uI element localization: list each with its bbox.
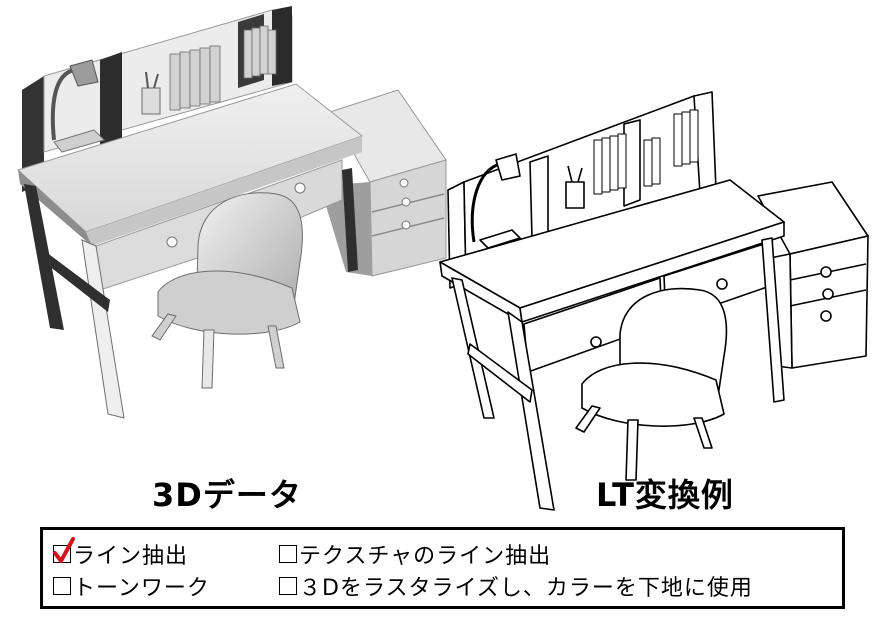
option-label: ライン抽出 (73, 544, 189, 569)
conversion-options-panel: ライン抽出 テクスチャのライン抽出 トーンワーク ３Dをラスタライズし、カラーを… (40, 527, 845, 609)
option-rasterize-color-base[interactable]: ３Dをラスタライズし、カラーを下地に使用 (279, 571, 753, 601)
checkbox-rasterize-color-base[interactable] (279, 577, 297, 595)
desk-line-art (439, 91, 869, 511)
desk-illustration-comparison (17, 6, 869, 511)
option-label: ３Dをラスタライズし、カラーを下地に使用 (299, 576, 753, 601)
option-tone-work[interactable]: トーンワーク (53, 571, 210, 601)
option-label: テクスチャのライン抽出 (299, 544, 552, 569)
red-check-icon (53, 537, 75, 563)
option-label: トーンワーク (73, 576, 210, 601)
checkbox-line-extraction[interactable] (53, 537, 75, 563)
checkbox-tone-work[interactable] (53, 577, 71, 595)
caption-lt-conversion: LT変換例 (596, 476, 734, 514)
option-line-extraction[interactable]: ライン抽出 (53, 537, 189, 569)
checkbox-texture-line-extraction[interactable] (279, 545, 297, 563)
caption-3d-data: 3Dデータ (152, 476, 302, 514)
desk-3d-render (17, 6, 447, 419)
option-texture-line-extraction[interactable]: テクスチャのライン抽出 (279, 539, 551, 569)
